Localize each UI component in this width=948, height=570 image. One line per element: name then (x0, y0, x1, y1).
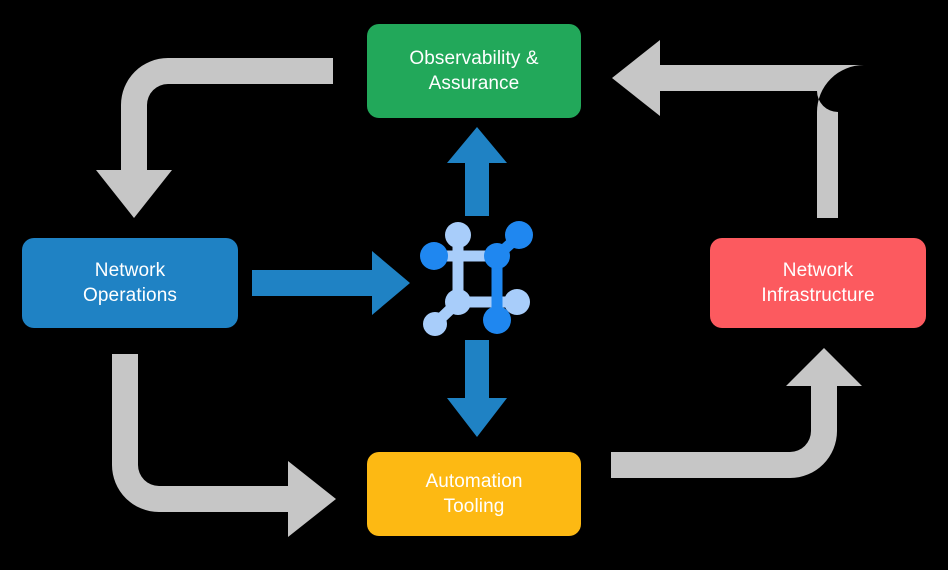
hub-node-bottom (483, 306, 511, 334)
arrow-automation-to-infrastructure (611, 348, 862, 478)
node-box-observability[interactable]: Observability & Assurance (367, 24, 581, 118)
arrow-operations-to-automation (112, 354, 336, 537)
arrow-hub-to-observability (447, 127, 507, 216)
hub-icon-nodes-secondary (423, 222, 530, 336)
hub-node-center (484, 243, 510, 269)
arrow-observability-to-operations (96, 58, 333, 218)
hub-node-bottom-left (423, 312, 447, 336)
arrow-hub-to-automation (447, 340, 507, 437)
hub-node-top-left (445, 222, 471, 248)
node-label-observability: Observability & Assurance (409, 47, 539, 94)
node-box-network-operations[interactable]: Network Operations (22, 238, 238, 328)
network-hub-icon (420, 221, 533, 336)
arrow-operations-to-hub (252, 251, 410, 315)
hub-node-top-right (505, 221, 533, 249)
arrow-infrastructure-to-observability (612, 40, 864, 218)
node-label-network-infrastructure: Network Infrastructure (761, 259, 875, 306)
node-box-automation-tooling[interactable]: Automation Tooling (367, 452, 581, 536)
node-label-network-operations: Network Operations (83, 259, 177, 306)
hub-icon-nodes-primary (420, 221, 533, 334)
hub-node-mid-left (445, 289, 471, 315)
node-box-network-infrastructure[interactable]: Network Infrastructure (710, 238, 926, 328)
node-label-automation-tooling: Automation Tooling (425, 470, 523, 517)
hub-node-mid-right (504, 289, 530, 315)
hub-node-left (420, 242, 448, 270)
